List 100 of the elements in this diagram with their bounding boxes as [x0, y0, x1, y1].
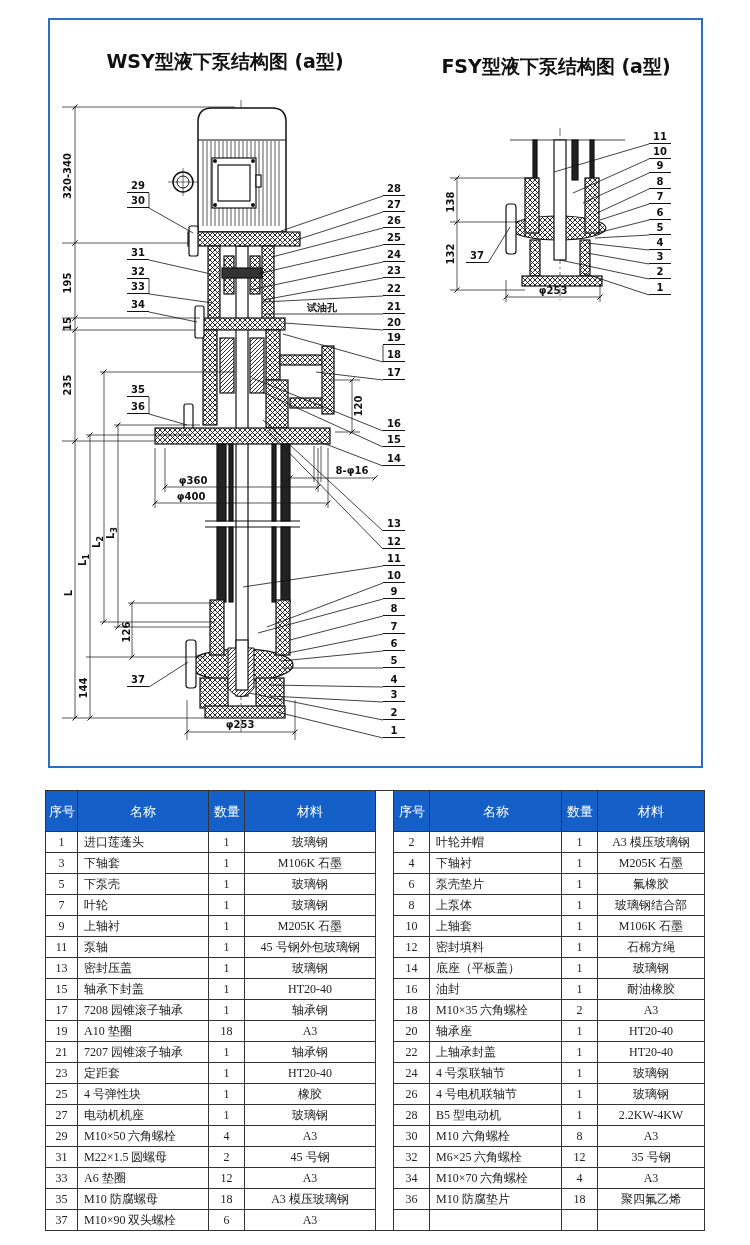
callout-number: 19 — [383, 331, 405, 345]
dimension-label: 120 — [354, 395, 364, 417]
part-number: 14 — [393, 957, 430, 979]
column-header: 材料 — [597, 790, 705, 832]
column-header: 数量 — [208, 790, 245, 832]
callout-number: 11 — [649, 130, 671, 144]
part-name: 油封 — [429, 978, 562, 1000]
callout-number: 10 — [649, 145, 671, 159]
part-name: M6×25 六角螺栓 — [429, 1146, 562, 1168]
part-name: A6 垫圈 — [77, 1167, 209, 1189]
callout-number: 20 — [383, 316, 405, 330]
quantity: 2 — [561, 999, 598, 1021]
callout-number: 7 — [383, 620, 405, 634]
quantity: 1 — [561, 894, 598, 916]
leader-line — [249, 261, 384, 291]
part-name: M10 六角螺栓 — [429, 1125, 562, 1147]
part-number: 30 — [393, 1125, 430, 1147]
part-name: M10×70 六角螺栓 — [429, 1167, 562, 1189]
material: M205K 石墨 — [597, 852, 705, 874]
quantity: 1 — [561, 1020, 598, 1042]
part-number: 29 — [45, 1125, 78, 1147]
part-number: 36 — [393, 1188, 430, 1210]
quantity: 18 — [561, 1188, 598, 1210]
callout-number: 24 — [383, 248, 405, 262]
callout-number: 37 — [127, 673, 149, 687]
leader-line — [314, 439, 384, 467]
part-number: 13 — [45, 957, 78, 979]
leader-line — [582, 172, 650, 204]
quantity: 1 — [561, 831, 598, 853]
callout-number: 12 — [383, 535, 405, 549]
leader-line — [289, 615, 384, 641]
callout-number: 23 — [383, 264, 405, 278]
leader-line — [553, 143, 650, 173]
callout-number: 2 — [383, 706, 405, 720]
quantity: 1 — [561, 1041, 598, 1063]
callout-number: 4 — [649, 236, 671, 250]
quantity: 1 — [561, 936, 598, 958]
quantity: 4 — [561, 1167, 598, 1189]
material: A3 — [597, 1167, 705, 1189]
dimension-label: 8-φ16 — [335, 466, 369, 476]
material: A3 — [597, 1125, 705, 1147]
part-name: 底座（平板盖） — [429, 957, 562, 979]
leader-line — [266, 429, 384, 550]
quantity: 18 — [208, 1020, 245, 1042]
callout-number: 25 — [383, 231, 405, 245]
part-number: 15 — [45, 978, 78, 1000]
callout-number: 9 — [383, 585, 405, 599]
quantity: 1 — [561, 873, 598, 895]
leader-line — [269, 695, 384, 703]
leader-line — [487, 226, 511, 264]
callout-number: 13 — [383, 517, 405, 531]
part-name: 叶轮 — [77, 894, 209, 916]
quantity: 1 — [208, 852, 245, 874]
leader-line — [596, 188, 650, 214]
quantity: 12 — [208, 1167, 245, 1189]
quantity: 1 — [561, 957, 598, 979]
dimension-label: φ360 — [178, 476, 208, 486]
part-name: 上泵体 — [429, 894, 562, 916]
leader-line — [382, 344, 384, 363]
part-number: 12 — [393, 936, 430, 958]
quantity: 1 — [208, 915, 245, 937]
callout-number: 31 — [127, 246, 149, 260]
material: 聚四氟乙烯 — [597, 1188, 705, 1210]
leader-line — [251, 377, 384, 432]
leader-line — [264, 313, 384, 315]
part-number: 25 — [45, 1083, 78, 1105]
callout-number: 4 — [383, 673, 405, 687]
callout-number: 37 — [466, 249, 488, 263]
callout-number: 27 — [383, 198, 405, 212]
dimension-label: 138 — [446, 191, 456, 213]
leader-line — [280, 195, 384, 232]
callout-number: 32 — [127, 265, 149, 279]
callout-number: 18 — [383, 348, 405, 362]
annotation-text: 试油孔 — [307, 302, 337, 313]
leader-line — [148, 413, 188, 426]
callout-number: 36 — [127, 400, 149, 414]
part-number: 2 — [393, 831, 430, 853]
quantity: 1 — [208, 894, 245, 916]
leader-line — [559, 259, 650, 280]
leader-line — [281, 667, 384, 669]
part-name: M22×1.5 圆螺母 — [77, 1146, 209, 1168]
callout-number: 28 — [383, 182, 405, 196]
callout-number: 33 — [127, 280, 149, 294]
quantity: 6 — [208, 1209, 245, 1231]
leader-line — [248, 692, 384, 721]
part-number: 20 — [393, 1020, 430, 1042]
part-name: M10×90 双头螺栓 — [77, 1209, 209, 1231]
callout-number: 22 — [383, 282, 405, 296]
callout-number: 34 — [127, 298, 149, 312]
material: 玻璃钢结合部 — [597, 894, 705, 916]
leader-line — [282, 333, 384, 363]
quantity: 1 — [208, 873, 245, 895]
callout-number: 5 — [383, 654, 405, 668]
callout-number: 15 — [383, 433, 405, 447]
leader-line — [148, 259, 212, 275]
part-number: 31 — [45, 1146, 78, 1168]
part-number: 37 — [45, 1209, 78, 1231]
part-name: 下泵壳 — [77, 873, 209, 895]
part-number: 26 — [393, 1083, 430, 1105]
part-number: 24 — [393, 1062, 430, 1084]
